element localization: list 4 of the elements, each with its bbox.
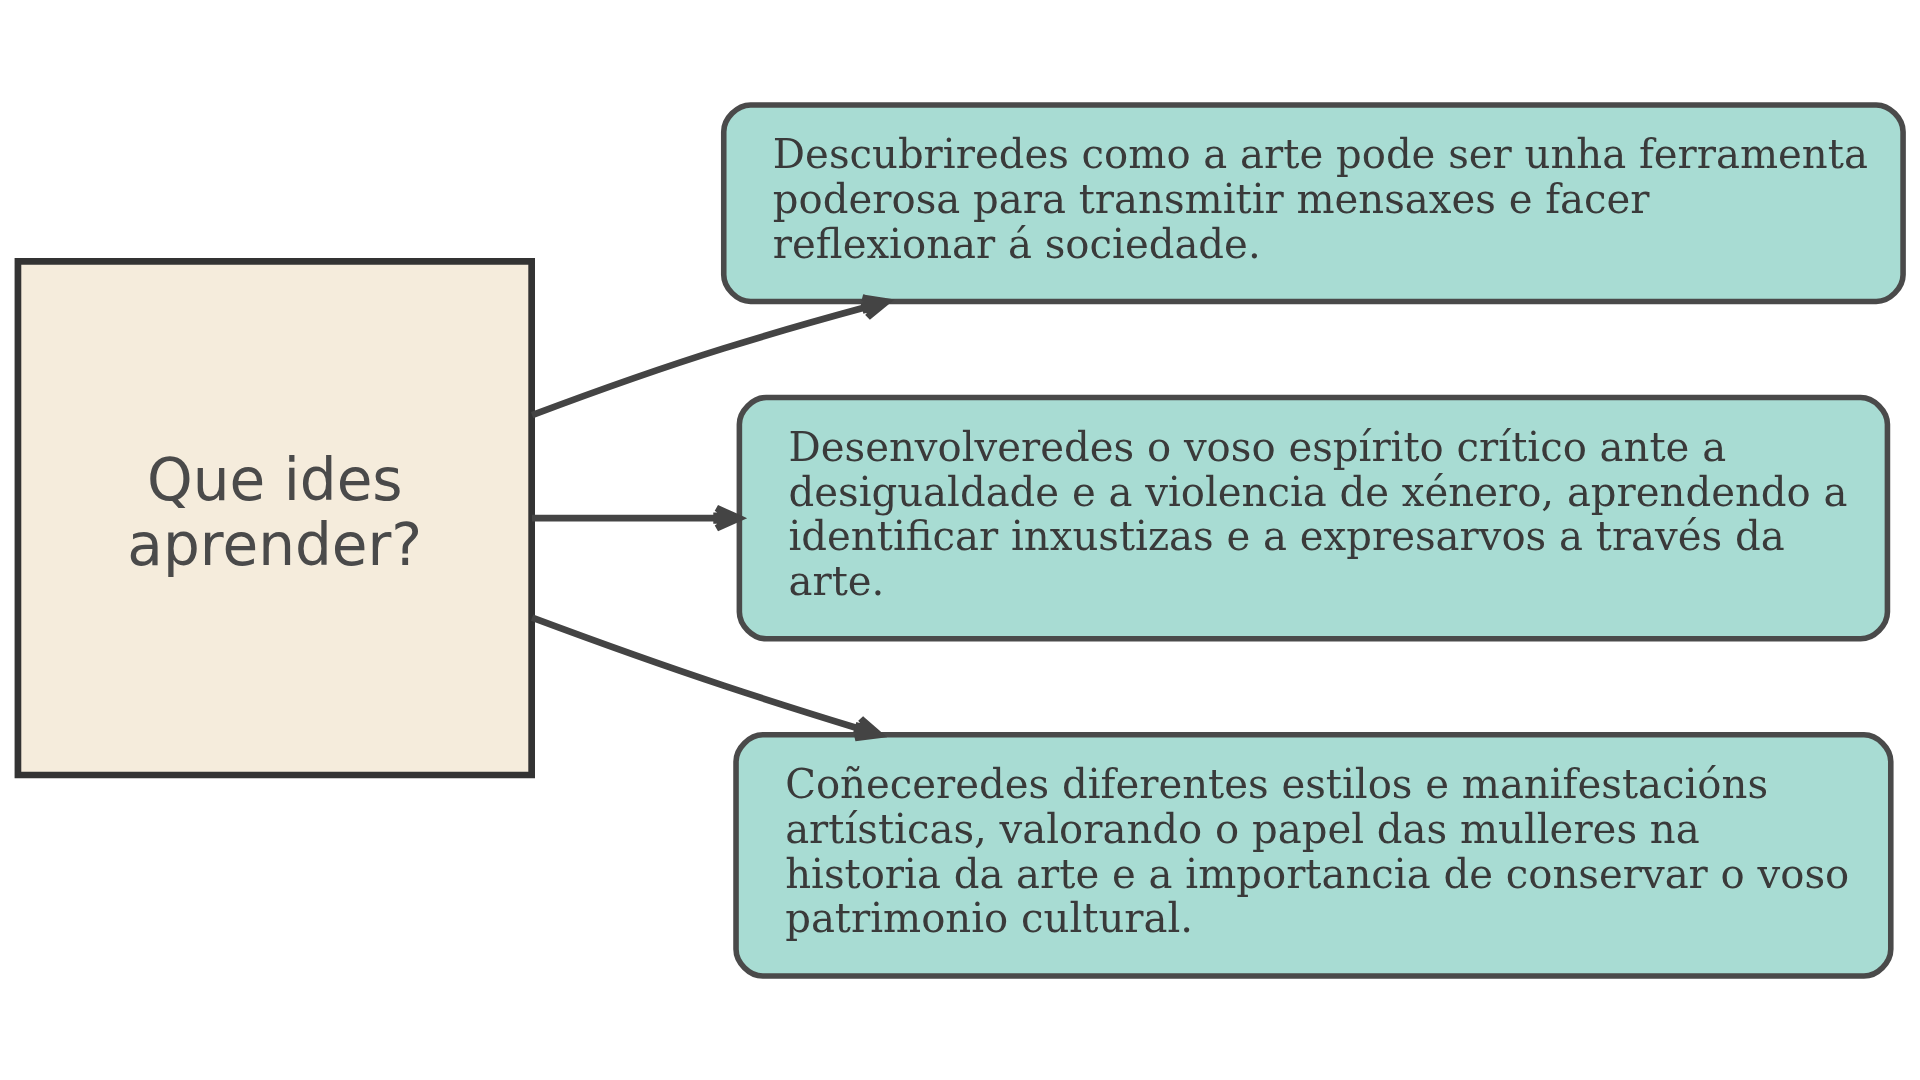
node-box: Que ides aprender? xyxy=(14,257,535,778)
node-box: Coñeceredes diferentes estilos e manifestacións artísticas, valorando o papel das mulleres na historia da arte e a importancia de conservar o voso patrimonio cultural. xyxy=(732,731,1894,979)
node-box: Descubriredes como a arte pode ser unha ferramenta poderosa para transmitir mensaxes e facer reflexionar á sociedade. xyxy=(720,101,1906,304)
node-box: Desenvolveredes o voso espírito crítico ante a desigualdade e a violencia de xénero, aprendendo a identificar inxustizas e a expresarvos a través da arte. xyxy=(736,394,1890,642)
